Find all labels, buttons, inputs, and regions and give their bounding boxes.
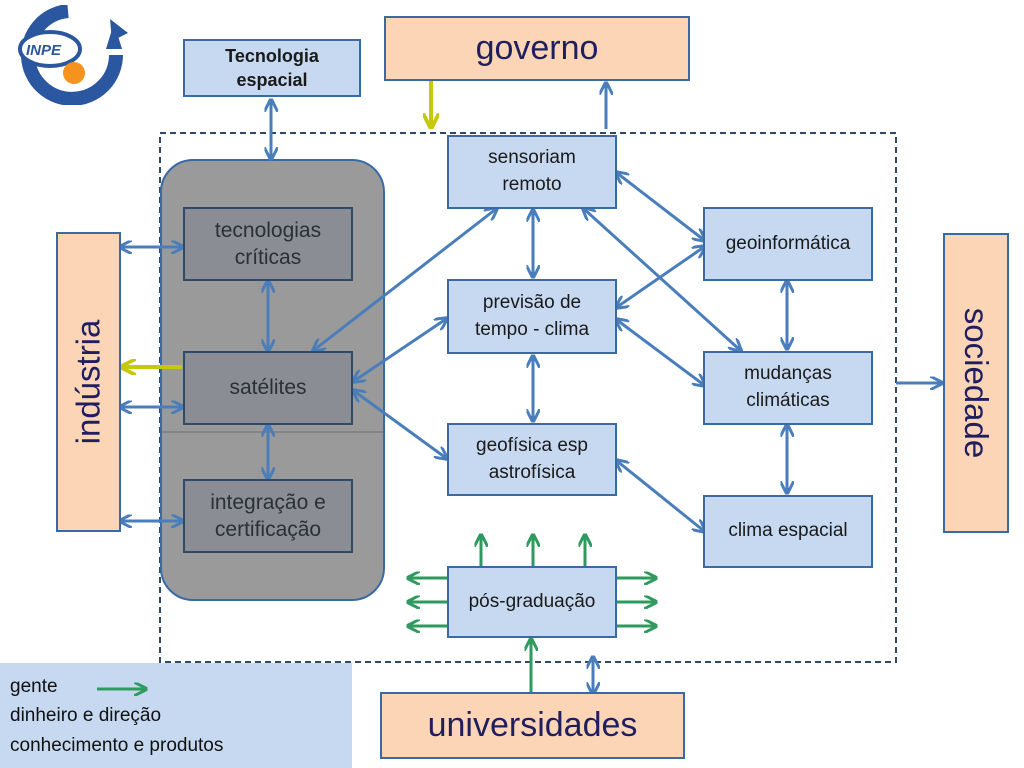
legend-dinheiro: dinheiro e direção xyxy=(10,705,162,726)
sociedade-box: sociedade xyxy=(943,233,1009,533)
legend-green-arrow xyxy=(97,681,155,697)
inpe-logo-icon: INPE xyxy=(18,5,128,105)
geoinformatica-box: geoinformática xyxy=(703,207,873,281)
tecnologias-criticas-box: tecnologias críticas xyxy=(183,207,353,281)
arrow-satelites-sensoriamento xyxy=(314,209,496,350)
tecnologia-espacial-box: Tecnologia espacial xyxy=(183,39,361,97)
sensoriamento-label: sensoriam remoto xyxy=(488,147,576,195)
industria-label: indústria xyxy=(69,319,107,445)
clima-espacial-label: clima espacial xyxy=(728,520,848,542)
arrow-geofisica-clima xyxy=(617,461,704,531)
governo-label: governo xyxy=(475,29,599,67)
industria-box: indústria xyxy=(56,232,121,532)
clima-espacial-box: clima espacial xyxy=(703,495,873,568)
legend-gente: gente xyxy=(10,676,58,697)
previsao-box: previsão de tempo - clima xyxy=(447,279,617,354)
sociedade-label: sociedade xyxy=(958,307,996,459)
satelites-label: satélites xyxy=(229,376,307,400)
previsao-label: previsão de tempo - clima xyxy=(474,291,590,340)
arrow-sensoriamento-geoinformatica xyxy=(617,173,704,240)
integracao-box: integração e certificação xyxy=(183,479,353,553)
pos-graduacao-box: pós-graduação xyxy=(447,566,617,638)
pos-graduacao-label: pós-graduação xyxy=(468,590,596,612)
inpe-logo-text: INPE xyxy=(26,42,62,59)
mudancas-box: mudanças climáticas xyxy=(703,351,873,425)
mudancas-label: mudanças climáticas xyxy=(744,363,832,411)
legend-conhecimento: conhecimento e produtos xyxy=(10,735,224,756)
governo-box: governo xyxy=(384,16,690,81)
universidades-box: universidades xyxy=(380,692,685,759)
tecnologia-espacial-label: Tecnologia espacial xyxy=(225,45,319,90)
geofisica-box: geofísica esp astrofísica xyxy=(447,423,617,496)
arrow-satelites-geofisica xyxy=(354,391,446,458)
satelites-box: satélites xyxy=(183,351,353,425)
arrow-previsao-geoinformatica xyxy=(617,247,704,307)
geofisica-label: geofísica esp astrofísica xyxy=(476,434,588,483)
sensoriamento-box: sensoriam remoto xyxy=(447,135,617,209)
arrow-previsao-mudancas xyxy=(617,320,704,385)
integracao-label: integração e certificação xyxy=(210,490,326,541)
geoinformatica-label: geoinformática xyxy=(725,232,851,254)
tecnologias-criticas-label: tecnologias críticas xyxy=(214,218,322,269)
legend-panel: gente dinheiro e direção conhecimento e … xyxy=(0,663,352,768)
universidades-label: universidades xyxy=(427,706,638,744)
arrow-satelites-previsao xyxy=(354,319,446,381)
